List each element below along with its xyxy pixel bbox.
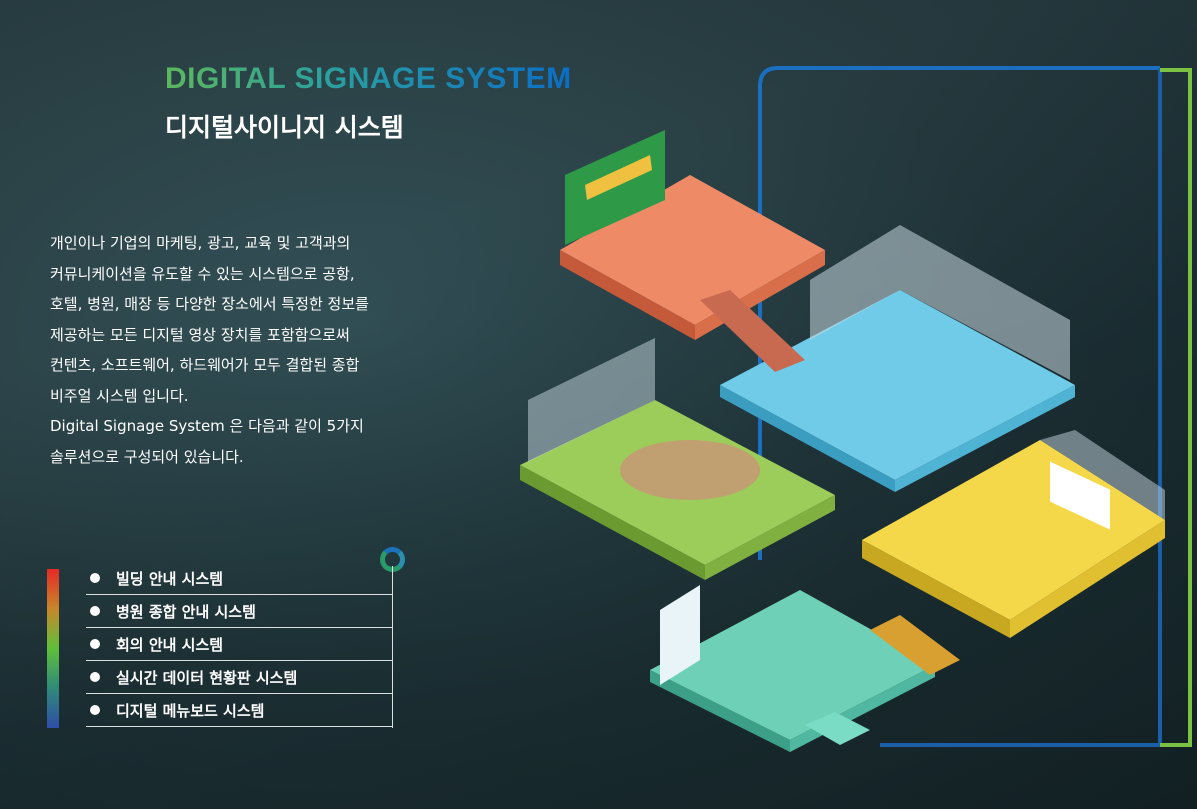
frame-lines: [758, 66, 1192, 747]
description-line: 제공하는 모든 디지털 영상 장치를 포함함으로써: [50, 325, 350, 344]
lobby-floor: [650, 585, 935, 752]
solution-label: 실시간 데이터 현황판 시스템: [116, 668, 298, 687]
bullet-icon: [90, 606, 100, 616]
description-line: 커뮤니케이션을 유도할 수 있는 시스템으로 공항,: [50, 264, 355, 283]
bullet-icon: [90, 672, 100, 682]
bullet-icon: [90, 573, 100, 583]
list-connector-line: [392, 566, 393, 728]
bullet-icon: [90, 705, 100, 715]
solution-item: 회의 안내 시스템: [86, 628, 392, 661]
solution-item: 빌딩 안내 시스템: [86, 562, 392, 595]
meeting-floor: [520, 338, 835, 580]
solution-label: 빌딩 안내 시스템: [116, 569, 224, 588]
solution-label: 병원 종합 안내 시스템: [116, 602, 256, 621]
bullet-icon: [90, 639, 100, 649]
cafe-floor: [560, 130, 825, 340]
solution-label: 회의 안내 시스템: [116, 635, 224, 654]
description-line: 개인이나 기업의 마케팅, 광고, 교육 및 고객과의: [50, 234, 351, 252]
description-line: Digital Signage System 은 다음과 같이 5가지: [50, 417, 364, 435]
escalators: [700, 290, 960, 675]
description-line: 컨텐츠, 소프트웨어, 하드웨어가 모두 결합된 종합: [50, 356, 360, 374]
title-korean: 디지털사이니지 시스템: [165, 113, 404, 142]
solution-item: 실시간 데이터 현황판 시스템: [86, 661, 392, 694]
description-line: 호텔, 병원, 매장 등 다양한 장소에서 특정한 정보를: [50, 295, 369, 313]
description-line: 솔루션으로 구성되어 있습니다.: [50, 447, 244, 466]
hospital-floor: [720, 225, 1075, 492]
solution-list: 빌딩 안내 시스템 병원 종합 안내 시스템 회의 안내 시스템 실시간 데이터…: [86, 562, 392, 727]
solution-item: 디지털 메뉴보드 시스템: [86, 694, 392, 727]
title-english: DIGITAL SIGNAGE SYSTEM: [165, 62, 572, 95]
description-line: 비주얼 시스템 입니다.: [50, 386, 189, 405]
solution-item: 병원 종합 안내 시스템: [86, 595, 392, 628]
gradient-bar: [47, 569, 59, 728]
solution-label: 디지털 메뉴보드 시스템: [116, 701, 265, 720]
description: 개인이나 기업의 마케팅, 광고, 교육 및 고객과의 커뮤니케이션을 유도할 …: [50, 228, 450, 472]
data-floor: [862, 430, 1165, 638]
